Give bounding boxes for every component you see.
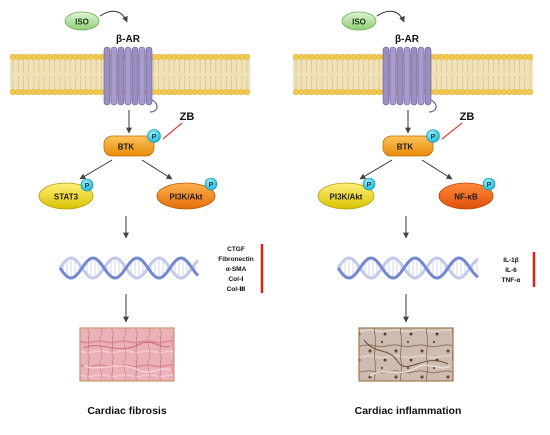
- iso-binding-arrow: [99, 10, 128, 23]
- iso-binding-arrow: [376, 10, 405, 23]
- pi3k-akt-label: PI3K/Akt: [330, 193, 363, 202]
- zb-inhibition-line: [441, 122, 463, 140]
- svg-text:P: P: [487, 182, 492, 189]
- beta-ar-receptor: [103, 46, 158, 113]
- gene-col-i: Col-Ⅰ: [228, 276, 243, 283]
- beta-ar-label: β-AR: [116, 34, 141, 45]
- gene-list: CTGF Fibronectin α-SMA Col-Ⅰ Col-Ⅲ: [218, 246, 253, 293]
- iso-ligand: ISO: [64, 11, 100, 31]
- beta-ar-label: β-AR: [395, 34, 420, 45]
- pi3k-akt-node: PI3K/Akt: [156, 182, 216, 210]
- left-panel: ISO β-AR BTK P: [10, 10, 264, 417]
- inflammation-histology-image: [358, 327, 454, 382]
- btk-node: BTK: [382, 135, 434, 157]
- pi3k-phospho-badge: P: [362, 177, 376, 191]
- zb-label: ZB: [460, 111, 475, 123]
- nfkb-label: NF-κB: [454, 193, 478, 202]
- dna-helix: [58, 256, 200, 280]
- svg-text:P: P: [152, 134, 157, 141]
- arrow-btk-to-pi3k: [141, 159, 173, 180]
- outcome-fibrosis-label: Cardiac fibrosis: [87, 405, 167, 417]
- btk-phospho-badge: P: [147, 129, 161, 143]
- arrow-btk-to-pi3k: [359, 159, 393, 180]
- stat3-phospho-badge: P: [80, 178, 94, 192]
- zb-inhibition-line: [162, 122, 183, 140]
- dna-helix: [336, 256, 479, 280]
- stat3-node: STAT3: [38, 182, 94, 210]
- gene-tnf-a: TNF-α: [502, 277, 521, 284]
- svg-text:P: P: [85, 183, 90, 190]
- btk-label: BTK: [397, 143, 414, 152]
- outcome-inflammation-label: Cardiac inflammation: [355, 405, 462, 417]
- gene-alpha-sma: α-SMA: [226, 266, 247, 273]
- gene-list: IL-1β IL-6 TNF-α: [502, 257, 521, 284]
- arrow-btk-to-stat3: [79, 159, 113, 180]
- pi3k-akt-label: PI3K/Akt: [170, 193, 203, 202]
- btk-phospho-badge: P: [426, 129, 440, 143]
- gene-col-iii: Col-Ⅲ: [227, 286, 246, 293]
- gene-il-1b: IL-1β: [503, 257, 519, 264]
- stat3-label: STAT3: [54, 193, 79, 202]
- arrow-btk-to-nfkb: [421, 159, 453, 180]
- pi3k-akt-node: PI3K/Akt: [317, 182, 375, 210]
- nfkb-node: NF-κB: [438, 182, 494, 210]
- gene-fibronectin: Fibronectin: [218, 256, 253, 263]
- btk-node: BTK: [103, 135, 155, 157]
- right-panel: ISO β-AR BTK P ZB: [293, 10, 536, 417]
- svg-text:P: P: [209, 182, 214, 189]
- nfkb-phospho-badge: P: [482, 177, 496, 191]
- gene-ctgf: CTGF: [227, 246, 245, 253]
- gene-il-6: IL-6: [505, 267, 517, 274]
- btk-label: BTK: [118, 143, 135, 152]
- fibrosis-histology-image: [79, 327, 175, 382]
- iso-label: ISO: [352, 18, 366, 27]
- pi3k-phospho-badge: P: [204, 177, 218, 191]
- svg-text:P: P: [431, 134, 436, 141]
- iso-ligand: ISO: [341, 11, 377, 31]
- svg-text:P: P: [367, 182, 372, 189]
- zb-label: ZB: [180, 111, 195, 123]
- beta-ar-receptor: [382, 46, 437, 113]
- iso-label: ISO: [75, 18, 89, 27]
